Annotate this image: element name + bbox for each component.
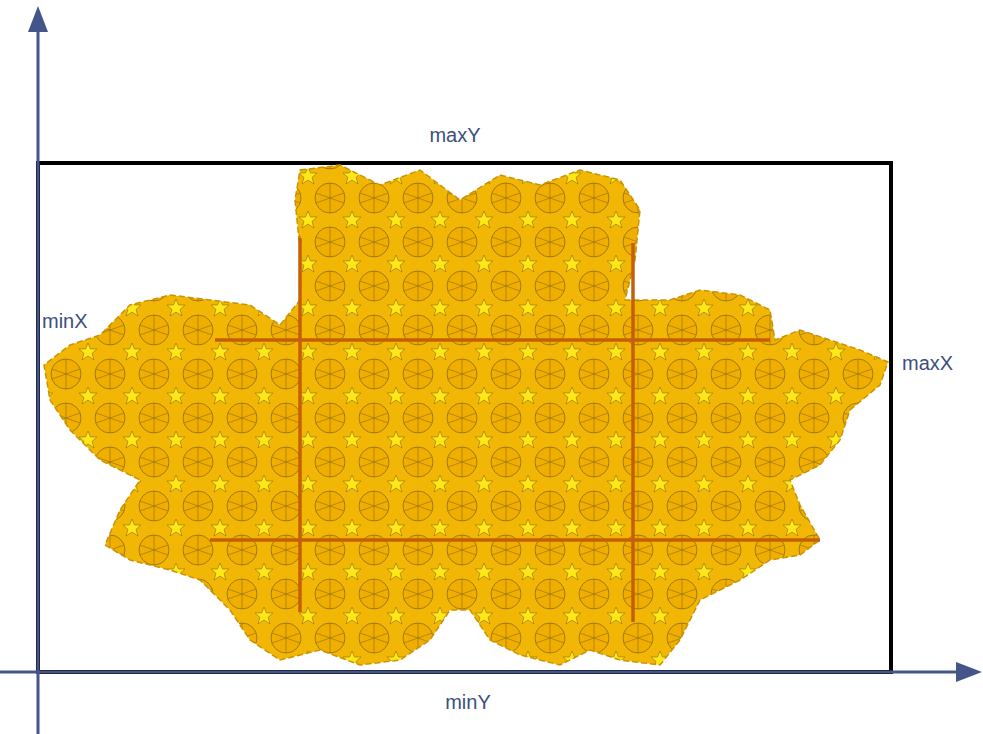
bound-label: minX xyxy=(42,309,88,333)
y-axis-arrow xyxy=(28,6,48,32)
bound-label: maxY xyxy=(429,123,480,147)
axes xyxy=(0,28,960,734)
bound-label: minY xyxy=(445,690,491,714)
bounding-rectangle xyxy=(38,163,891,672)
grid-lines xyxy=(210,238,820,622)
tiling-region xyxy=(44,165,888,665)
x-axis-arrow xyxy=(956,662,982,682)
bound-label: maxX xyxy=(902,351,953,375)
